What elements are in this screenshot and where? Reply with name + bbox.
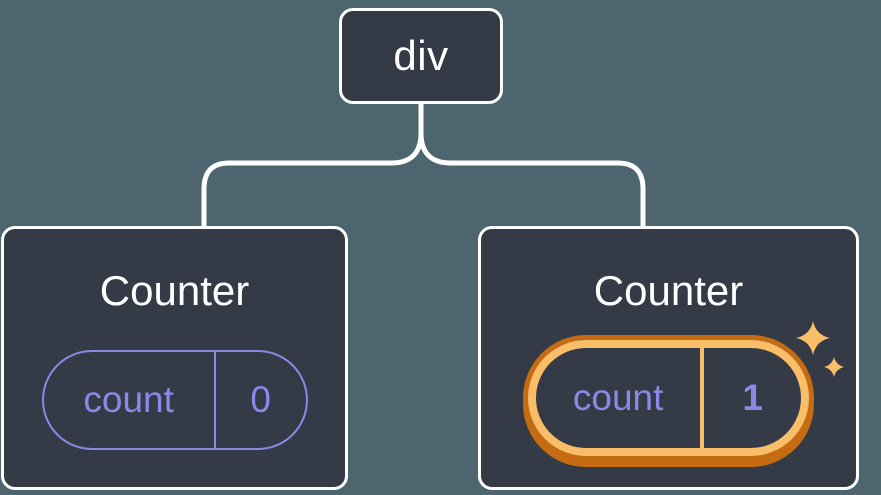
counter-title: Counter — [99, 267, 250, 314]
root-node-label: div — [393, 32, 449, 79]
sparkles-icon — [796, 321, 844, 377]
sparkle-large — [796, 321, 830, 355]
state-pill: count 0 — [41, 350, 308, 450]
connector-left-branch — [201, 101, 424, 231]
state-value: 0 — [250, 379, 271, 420]
sparkle-small — [824, 357, 844, 377]
counter-node-right: Counter count 1 — [478, 226, 859, 490]
root-node-div: div — [339, 8, 503, 104]
state-key: count — [536, 348, 705, 448]
state-value: 1 — [742, 377, 763, 418]
state-key: count — [44, 352, 216, 448]
counter-title: Counter — [593, 267, 744, 314]
counter-node-left: Counter count 0 — [1, 226, 348, 490]
connector-right-branch — [418, 101, 646, 231]
state-pill-highlighted: count 1 — [528, 340, 809, 456]
